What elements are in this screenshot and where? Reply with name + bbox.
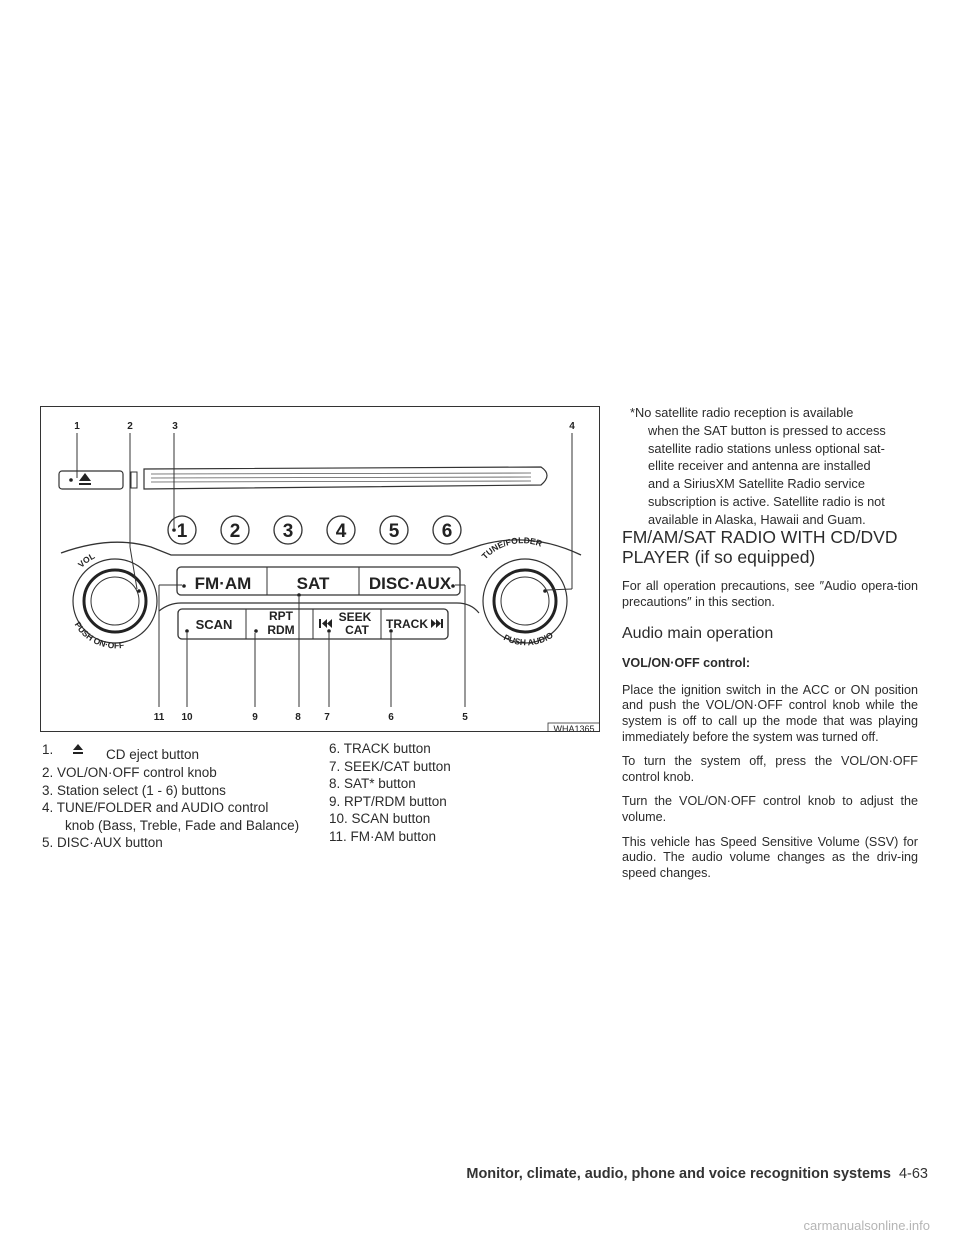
disc-aux-button: DISC·AUX	[369, 574, 452, 593]
callout-10: 10	[181, 712, 193, 723]
fm-am-button: FM·AM	[195, 574, 252, 593]
callout-1: 1	[74, 421, 80, 432]
caption-list-right: 6. TRACK button 7. SEEK/CAT button 8. SA…	[329, 740, 589, 845]
figure-id: WHA1365	[553, 724, 594, 732]
control-heading: VOL/ON·OFF control:	[622, 656, 751, 671]
caption-item-5: 5. DISC·AUX button	[42, 835, 163, 850]
callout-8: 8	[295, 712, 301, 723]
caption-list-left: 1. CD eject button 2. VOL/ON·OFF control…	[42, 741, 332, 852]
callout-9: 9	[252, 712, 258, 723]
callout-2: 2	[127, 421, 133, 432]
section-intro: For all operation precautions, see ″Audi…	[622, 579, 918, 609]
scan-button: SCAN	[196, 617, 233, 632]
preset-button-1	[167, 515, 197, 545]
caption-item-4-cont: knob (Bass, Treble, Fade and Balance)	[65, 817, 300, 833]
paragraph-1: Place the ignition switch in the ACC or …	[622, 682, 918, 744]
page-footer: Monitor, climate, audio, phone and voice…	[428, 1166, 928, 1182]
eject-icon	[79, 473, 91, 481]
rpt-label: RPT	[269, 609, 294, 623]
section-title-line1: FM/AM/SAT RADIO WITH CD/DVD	[622, 527, 898, 547]
callout-5: 5	[462, 712, 468, 723]
caption-item-6: 6. TRACK button	[329, 741, 431, 756]
callout-3: 3	[172, 421, 178, 432]
preset-button-2	[220, 515, 250, 545]
preset-button-5	[379, 515, 409, 545]
audio-panel-figure: VOL PUSH ON·OFF TUNE/FOLDER PUSH AUDIO 1…	[40, 406, 600, 732]
paragraph-4: This vehicle has Speed Sensitive Volume …	[622, 834, 918, 880]
footer-title: Monitor, climate, audio, phone and voice…	[466, 1166, 891, 1182]
tune-folder-label: TUNE/FOLDER	[480, 535, 544, 561]
tune-knob-outer	[482, 558, 568, 644]
caption-item-7: 7. SEEK/CAT button	[329, 758, 451, 774]
callout-11: 11	[154, 712, 165, 723]
callout-4: 4	[569, 421, 575, 432]
track-button: TRACK	[386, 617, 428, 631]
tune-knob	[492, 568, 558, 634]
vol-knob-outer	[72, 558, 158, 644]
page-number: 4-63	[898, 1166, 928, 1182]
preset-label-5: 5	[389, 521, 400, 542]
section-title-line2: PLAYER (if so equipped)	[622, 547, 816, 567]
next-track-icon	[431, 619, 443, 628]
satellite-note: *No satellite radio reception is availab…	[630, 405, 886, 527]
watermark: carmanualsonline.info	[803, 1218, 930, 1233]
caption-item-10: 10. SCAN button	[329, 811, 431, 826]
callout-7: 7	[324, 712, 330, 723]
preset-label-2: 2	[230, 521, 241, 542]
rdm-label: RDM	[267, 623, 294, 637]
callout-6: 6	[388, 712, 394, 723]
caption-item-2: 2. VOL/ON·OFF control knob	[42, 765, 217, 780]
preset-label-4: 4	[336, 521, 347, 542]
eject-icon	[72, 742, 84, 754]
caption-item-1: 1. CD eject button	[42, 742, 200, 762]
paragraph-3: Turn the VOL/ON·OFF control knob to adju…	[622, 794, 918, 824]
audio-panel-diagram: VOL PUSH ON·OFF TUNE/FOLDER PUSH AUDIO 1…	[58, 421, 599, 732]
section-content: FM/AM/SAT RADIO WITH CD/DVD PLAYER (if s…	[622, 527, 918, 881]
caption-item-11: 11. FM·AM button	[329, 828, 437, 844]
paragraph-2: To turn the system off, press the VOL/ON…	[622, 754, 918, 784]
preset-button-6	[432, 515, 462, 545]
cat-label: CAT	[345, 623, 369, 637]
cd-eject-button-shape	[58, 470, 124, 490]
vol-label: VOL	[76, 551, 97, 570]
vol-knob	[82, 568, 148, 634]
station-select-buttons: 1 2 3 4 5 6	[167, 515, 462, 545]
preset-button-4	[326, 515, 356, 545]
previous-track-icon	[319, 619, 332, 628]
mode-button-bar	[176, 566, 461, 596]
sat-button: SAT	[297, 574, 330, 593]
cd-slot	[143, 466, 548, 490]
preset-label-3: 3	[283, 521, 294, 542]
caption-item-9: 9. RPT/RDM button	[329, 793, 447, 809]
caption-item-8: 8. SAT* button	[329, 776, 416, 791]
caption-item-3: 3. Station select (1 - 6) buttons	[42, 782, 226, 798]
caption-item-4: 4. TUNE/FOLDER and AUDIO control	[42, 800, 269, 815]
seek-label: SEEK	[339, 610, 372, 624]
preset-button-3	[273, 515, 303, 545]
preset-label-1: 1	[177, 521, 188, 542]
subheading: Audio main operation	[622, 625, 774, 643]
preset-label-6: 6	[442, 521, 453, 542]
